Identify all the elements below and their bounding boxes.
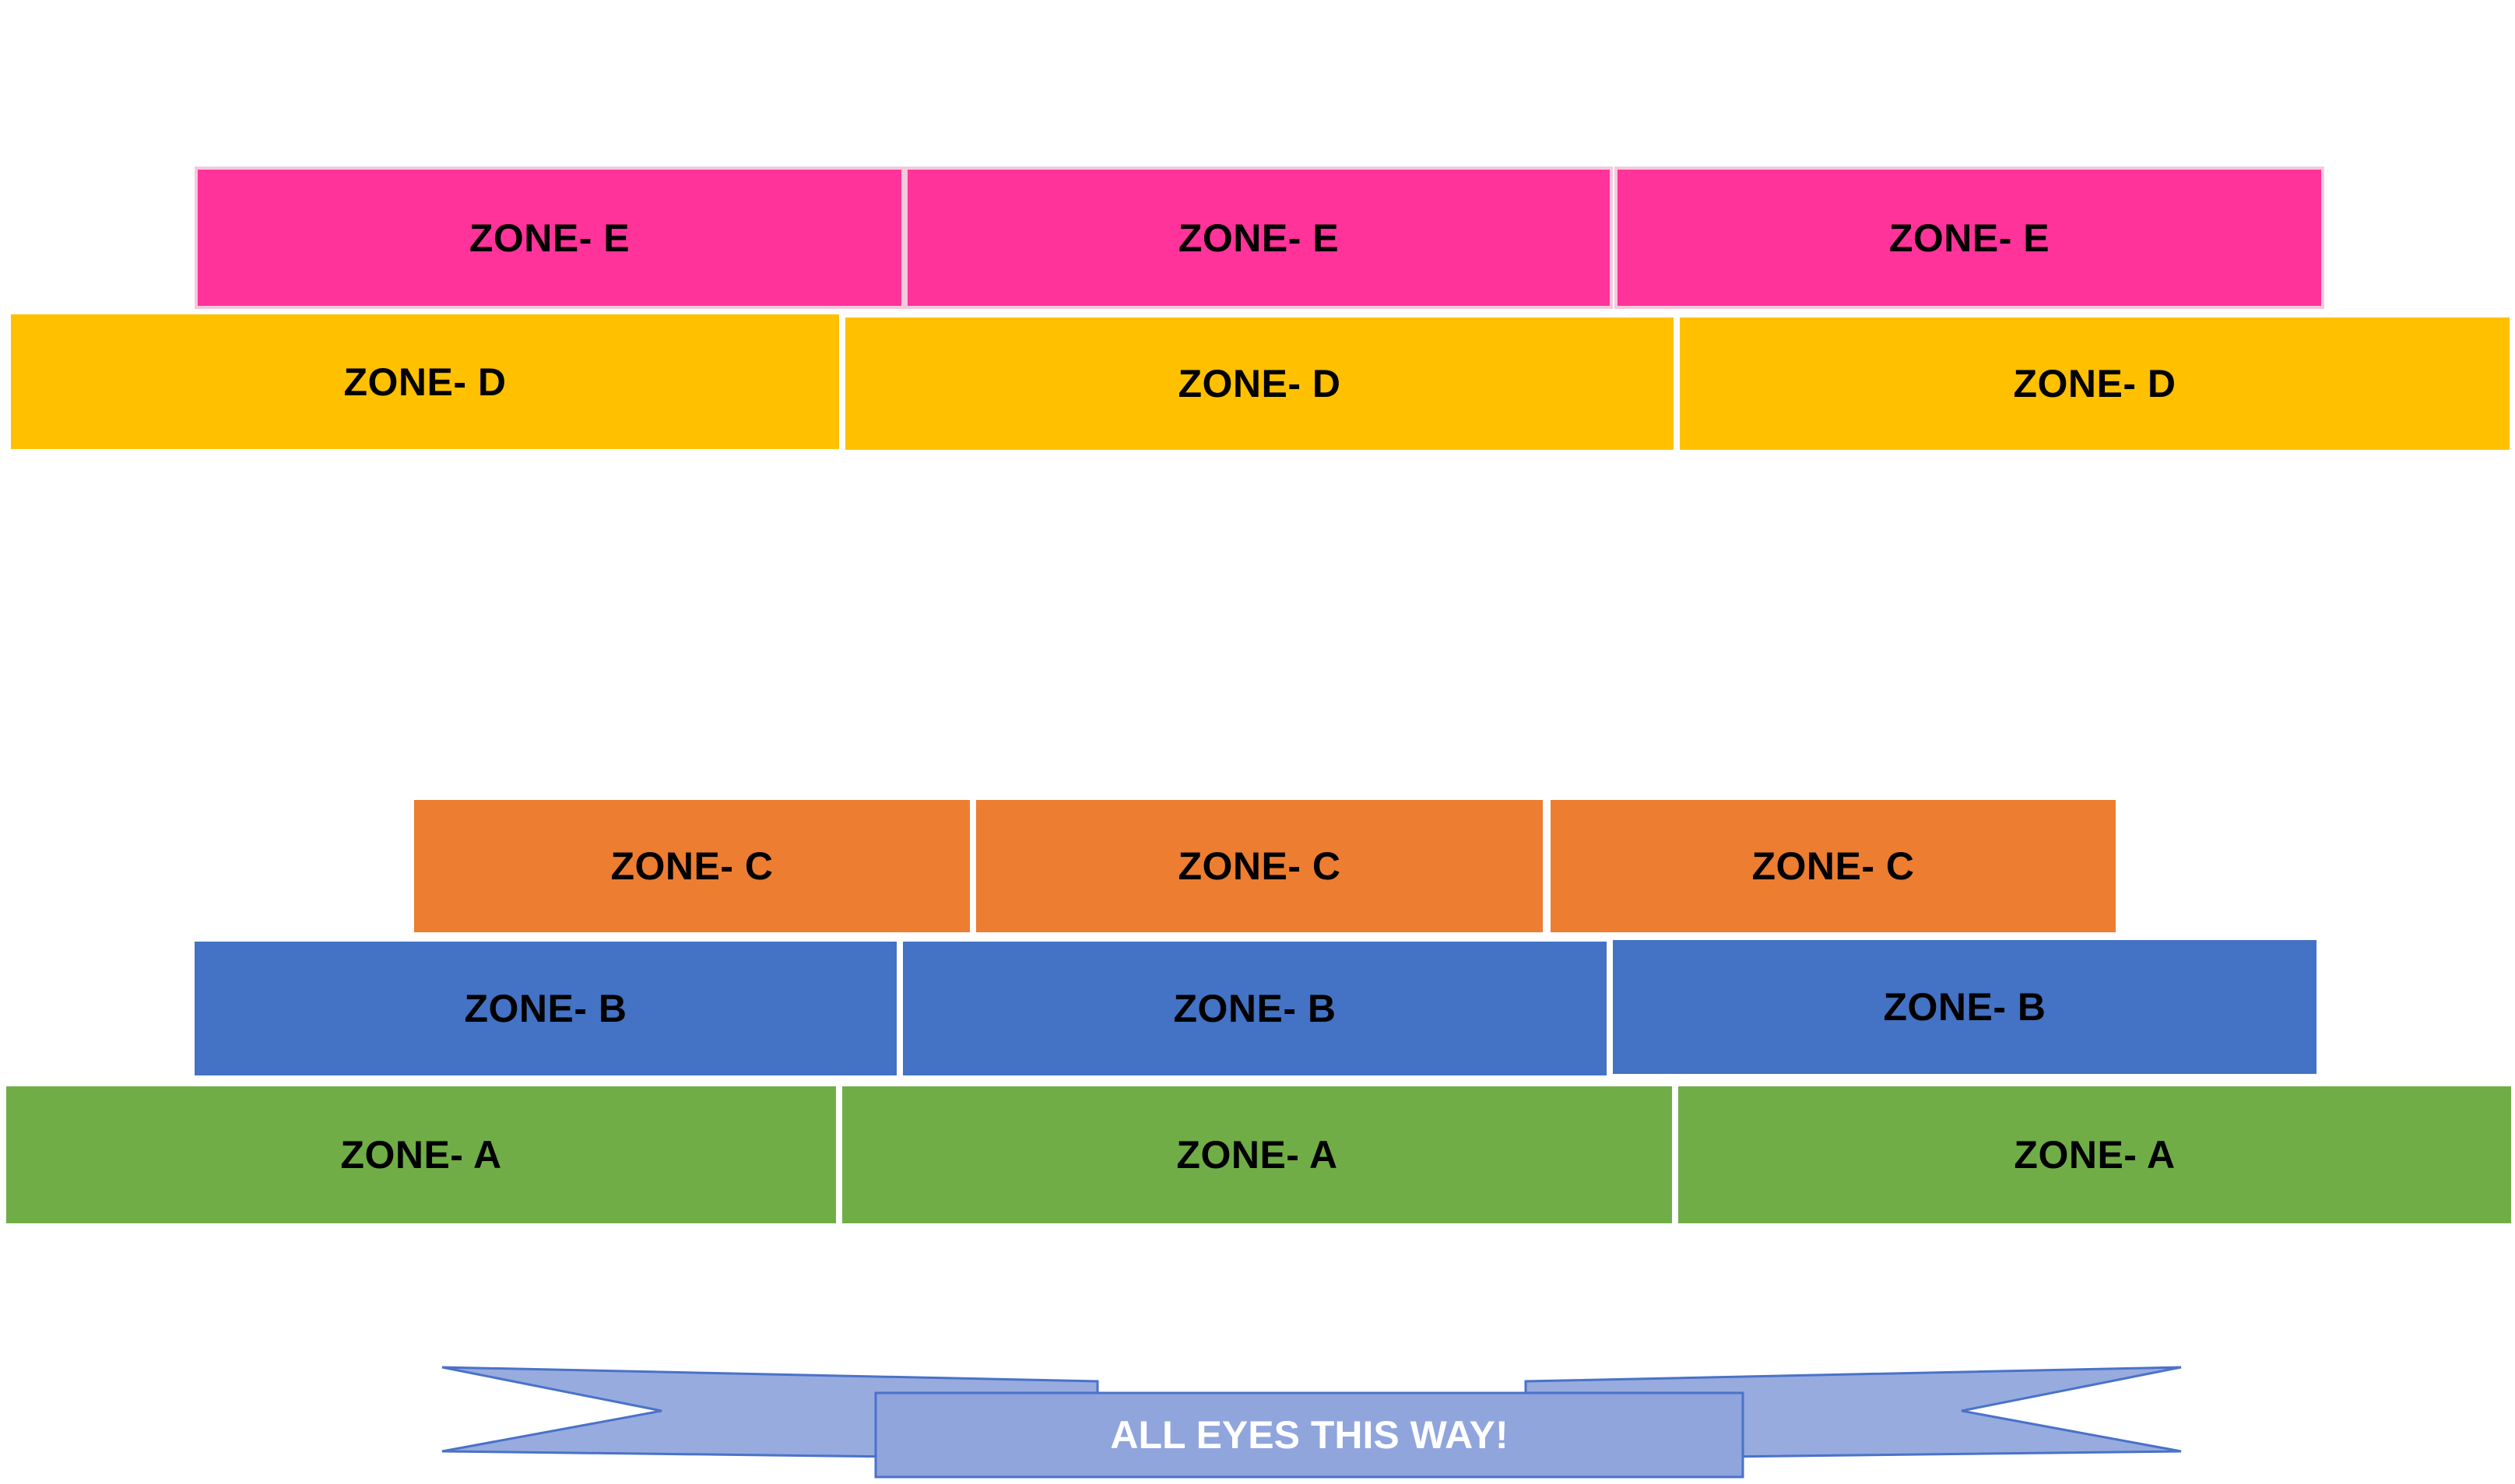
banner-label: ALL EYES THIS WAY!	[1110, 1413, 1509, 1457]
zone-d-block-1: ZONE- D	[8, 311, 842, 452]
zone-b-block-3: ZONE- B	[1610, 937, 2320, 1077]
zone-e-block-2: ZONE- E	[904, 167, 1613, 309]
zone-b-block-1: ZONE- B	[191, 938, 900, 1079]
zone-c-block-2: ZONE- C	[973, 797, 1546, 935]
zone-c-block-3: ZONE- C	[1547, 797, 2119, 935]
zone-b-block-2: ZONE- B	[900, 938, 1610, 1079]
ribbon-center	[874, 1391, 1744, 1479]
zone-d-block-2: ZONE- D	[842, 314, 1677, 453]
zone-d-block-3: ZONE- D	[1677, 314, 2513, 453]
ribbon-banner	[441, 1366, 2182, 1479]
zone-e-block-3: ZONE- E	[1614, 167, 2324, 309]
zone-c-block-1: ZONE- C	[411, 797, 973, 935]
zone-e-block-1: ZONE- E	[195, 167, 904, 309]
zone-a-block-1: ZONE- A	[3, 1083, 839, 1226]
zone-a-block-2: ZONE- A	[839, 1083, 1675, 1226]
zone-a-block-3: ZONE- A	[1675, 1083, 2514, 1226]
